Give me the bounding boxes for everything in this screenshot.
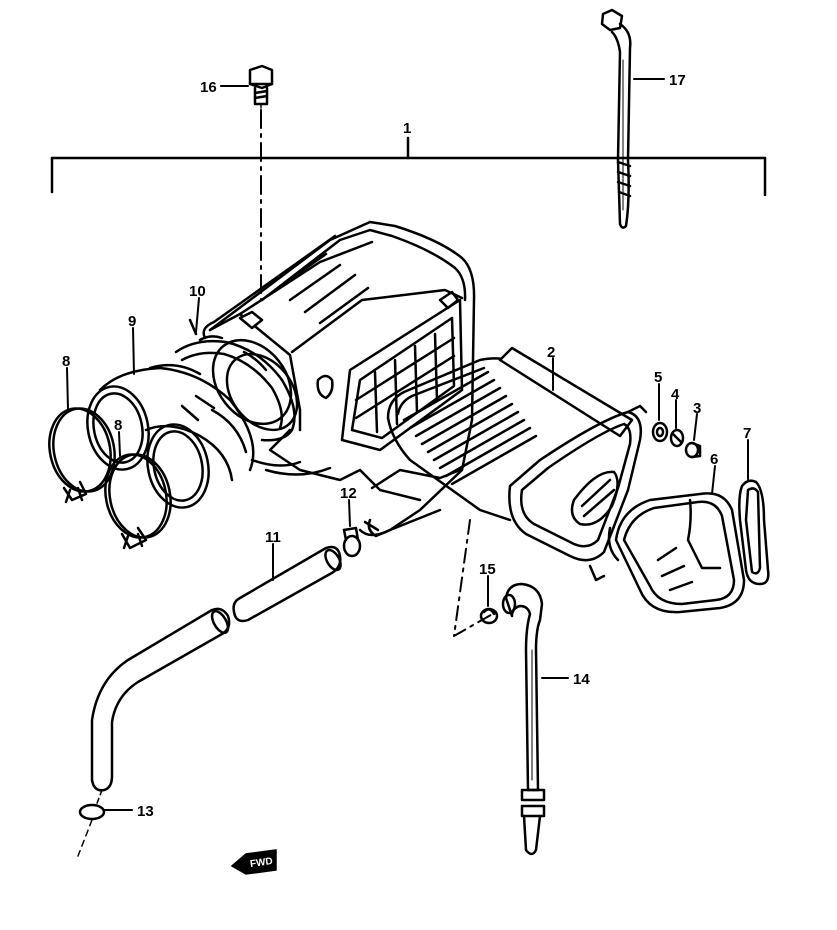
assembly-bracket — [50, 136, 767, 197]
filter-element-part — [386, 346, 648, 582]
callout-17: 17 — [669, 72, 686, 89]
callout-8-upper: 8 — [62, 353, 70, 370]
clamp-part-upper — [48, 407, 116, 504]
dashed-assembly-lines — [453, 519, 497, 637]
callout-1: 1 — [403, 120, 411, 137]
clip-part-15 — [479, 607, 499, 625]
intake-boot-part — [86, 363, 255, 509]
funnel-part — [174, 318, 299, 442]
screw-part-3 — [684, 441, 702, 459]
gasket-part — [738, 479, 770, 586]
callout-12: 12 — [340, 485, 357, 502]
callout-13: 13 — [137, 803, 154, 820]
leader-lines — [66, 78, 749, 811]
clamp-part-lower — [104, 453, 172, 550]
callout-3: 3 — [693, 400, 701, 417]
duct-part — [607, 492, 746, 614]
drain-tube-part — [501, 582, 546, 856]
callout-10: 10 — [189, 283, 206, 300]
callout-9: 9 — [128, 313, 136, 330]
air-cleaner-case — [202, 220, 476, 538]
callout-labels: 1 2 3 4 5 6 7 8 8 9 10 11 12 13 14 15 16… — [62, 72, 751, 820]
washer-part-5 — [651, 421, 669, 443]
callout-11: 11 — [265, 529, 281, 546]
forward-arrow-icon: FWD — [230, 849, 277, 875]
rod-part — [600, 8, 632, 229]
hose-clip-part — [342, 526, 362, 558]
callout-7: 7 — [743, 425, 751, 442]
callout-2: 2 — [547, 344, 555, 361]
callout-8-lower: 8 — [114, 417, 122, 434]
long-hose-part — [90, 607, 231, 807]
fwd-label: FWD — [249, 856, 273, 870]
callout-15: 15 — [479, 561, 496, 578]
clip-part-13 — [77, 803, 106, 857]
callout-5: 5 — [654, 369, 662, 386]
callout-14: 14 — [573, 671, 590, 688]
callout-16: 16 — [200, 79, 217, 96]
callout-6: 6 — [710, 451, 718, 468]
short-hose-part — [232, 545, 342, 623]
bolt-part — [248, 64, 274, 301]
callout-4: 4 — [671, 386, 680, 403]
washer-part-4 — [669, 428, 685, 448]
